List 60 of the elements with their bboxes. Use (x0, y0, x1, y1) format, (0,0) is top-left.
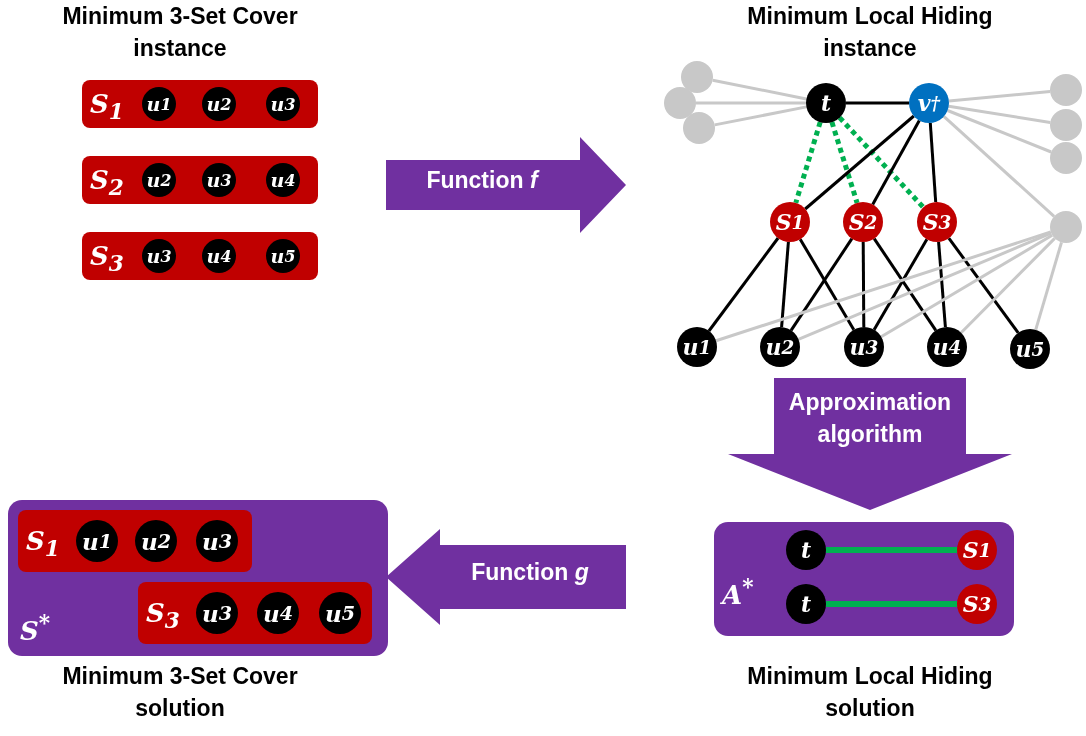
variable-label: A$^{*}$ (722, 574, 755, 612)
heading: Minimum Local Hiding instance (746, 2, 994, 64)
dashed-line (837, 115, 926, 210)
edge-label: Approximation algorithm (787, 388, 953, 450)
edge-line (826, 547, 957, 553)
heading: Minimum Local Hiding solution (746, 662, 994, 724)
dashed-line (793, 121, 823, 204)
set-label: S$_{2}$ (90, 164, 124, 200)
edge-label: Function f (425, 166, 541, 195)
edge-line (872, 237, 938, 332)
vertex-circle (1050, 109, 1082, 141)
edge-line (942, 115, 1056, 218)
vertex-circle (1050, 211, 1082, 243)
edge-line (947, 109, 1052, 154)
set-row (138, 582, 372, 644)
edge-line (826, 601, 957, 607)
vertex-circle: t (806, 83, 846, 123)
edge-line (960, 237, 1056, 334)
edge-line (937, 241, 947, 328)
edge-line (714, 105, 807, 127)
edge-label: Function g (470, 558, 590, 587)
edge-line (798, 238, 856, 331)
set-label: S$_{1}$ (26, 525, 60, 561)
vertex-circle (1050, 142, 1082, 174)
heading: Minimum 3-Set Cover solution (61, 662, 299, 724)
set-label: S$_{3}$ (146, 597, 180, 633)
edge-line (712, 78, 807, 101)
set-row (82, 232, 318, 280)
edge-line (947, 237, 1020, 334)
set-row (82, 156, 318, 204)
edge-line (707, 237, 780, 332)
edge-line (861, 242, 866, 327)
edge-line (948, 104, 1051, 124)
edge-line (872, 238, 929, 331)
set-row (82, 80, 318, 128)
edge-line (871, 119, 921, 206)
vertex-circle (664, 87, 696, 119)
block-arrow (728, 378, 1012, 510)
set-row (18, 510, 252, 572)
vertex-circle (1050, 74, 1082, 106)
block-arrow (386, 529, 626, 625)
dashed-line (829, 121, 860, 204)
edge-line (846, 101, 909, 105)
edge-line (804, 114, 915, 211)
vertex-circle (681, 61, 713, 93)
set-label: S$_{1}$ (90, 88, 124, 124)
vertex-circle (683, 112, 715, 144)
edge-line (715, 230, 1052, 343)
edge-line (797, 231, 1052, 341)
set-label: S$_{3}$ (90, 240, 124, 276)
edge-line (1034, 241, 1063, 331)
edge-line (789, 237, 854, 332)
edge-line (928, 122, 938, 203)
variable-label: S$^{*}$ (20, 610, 52, 648)
block-arrow (386, 137, 626, 233)
edge-line (880, 233, 1053, 339)
heading: Minimum 3-Set Cover instance (61, 2, 299, 64)
edge-line (780, 241, 790, 328)
edge-line (696, 101, 806, 105)
edge-line (948, 90, 1051, 103)
